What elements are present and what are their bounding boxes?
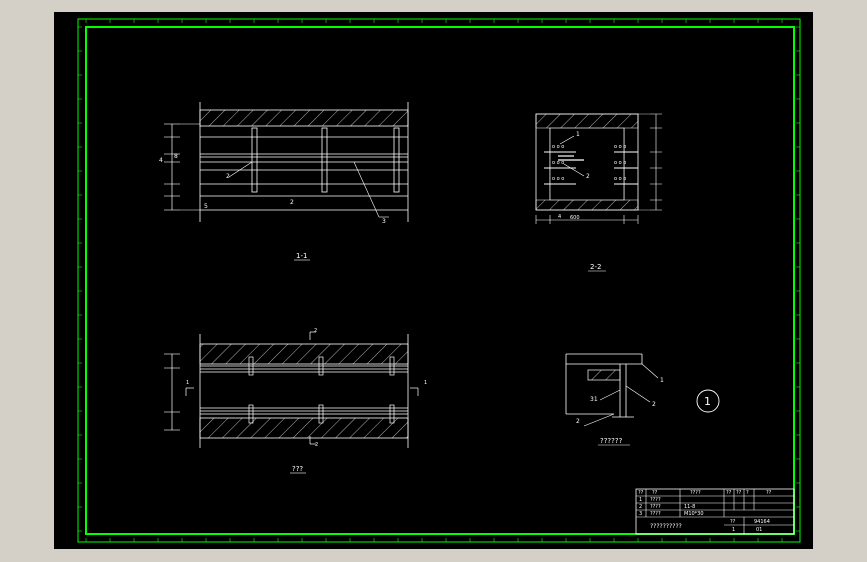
tb-row3-spec: M10*30 — [684, 511, 704, 517]
tb-header-1: ?? — [652, 490, 658, 496]
svg-text:o o o: o o o — [614, 176, 626, 182]
s11-label-4: 4 — [159, 157, 163, 164]
plan-view: 1 1 2 2 ??? — [164, 328, 427, 474]
outer-border — [77, 18, 801, 543]
tb-header-3: ?? — [726, 490, 732, 496]
section-1-1-caption: 1-1 — [296, 252, 307, 260]
tb-drawing-number: 94164 — [754, 519, 770, 525]
detail-label-3: 2 — [576, 418, 580, 425]
detail-caption: ?????? — [600, 437, 623, 445]
svg-text:o o o: o o o — [552, 160, 564, 166]
plan-right-marker: 1 — [424, 380, 427, 386]
tb-header-2: ???? — [690, 490, 701, 496]
svg-text:o o o: o o o — [552, 176, 564, 182]
tb-header-5: ? — [746, 490, 749, 496]
detail-label-1: 1 — [660, 377, 664, 384]
drawing-sheet: 2 3 2 4 5 8 1-1 o o o o o o o o o o o o … — [77, 18, 801, 543]
inner-border — [85, 26, 795, 535]
tb-sheet: 1 — [732, 527, 735, 533]
tb-sheet-total: 01 — [756, 527, 762, 533]
tb-header-0: ?? — [638, 490, 644, 496]
plan-top-marker: 2 — [314, 328, 317, 334]
detail-label-2: 2 — [652, 401, 656, 408]
svg-text:o o o: o o o — [552, 144, 564, 150]
s22-dim-600: 600 — [570, 215, 580, 221]
section-2-2-view: o o o o o o o o o o o o o o o o o o 1 2 … — [535, 113, 662, 272]
detail-callout-number: 1 — [704, 395, 711, 408]
svg-text:o o o: o o o — [614, 144, 626, 150]
plan-left-marker: 1 — [186, 380, 189, 386]
detail-callout-circle — [696, 389, 720, 413]
tb-row2-no: 2 — [639, 504, 642, 510]
plan-caption: ??? — [292, 465, 303, 473]
s11-label-1: 2 — [226, 173, 230, 180]
tb-row2-name: ???? — [650, 504, 661, 510]
tb-row3-name: ???? — [650, 511, 661, 517]
plan-bottom-marker: 2 — [315, 442, 318, 448]
section-1-1-view: 2 3 2 4 5 8 1-1 — [159, 102, 409, 261]
s22-label-2: 2 — [586, 173, 590, 180]
title-block: ?? ?? ???? ?? ?? ? ?? 1 ???? 2 ???? 11-8… — [635, 488, 795, 535]
detail-view: 1 2 2 31 ?????? 1 — [565, 353, 720, 446]
tb-title: ?????????? — [650, 523, 682, 530]
tb-row1-no: 1 — [639, 497, 642, 503]
tb-row1-name: ???? — [650, 497, 661, 503]
tb-header-6: ?? — [766, 490, 772, 496]
s22-dim-4: 4 — [558, 214, 561, 220]
tb-row2-spec: 11-8 — [684, 504, 695, 510]
s11-label-5: 5 — [204, 203, 208, 210]
section-2-2-caption: 2-2 — [590, 263, 601, 271]
svg-text:o o o: o o o — [614, 160, 626, 166]
s22-label-1: 1 — [576, 131, 580, 138]
tb-row3-no: 3 — [639, 511, 642, 517]
s11-label-2: 3 — [382, 218, 386, 225]
tb-header-4: ?? — [736, 490, 742, 496]
s11-label-6: 8 — [174, 153, 178, 160]
border-ticks — [78, 19, 800, 542]
s11-label-3: 2 — [290, 199, 294, 206]
tb-scale-label: ?? — [730, 519, 736, 525]
detail-label-4: 31 — [590, 396, 598, 403]
cad-viewport[interactable]: 2 3 2 4 5 8 1-1 o o o o o o o o o o o o … — [54, 12, 813, 549]
